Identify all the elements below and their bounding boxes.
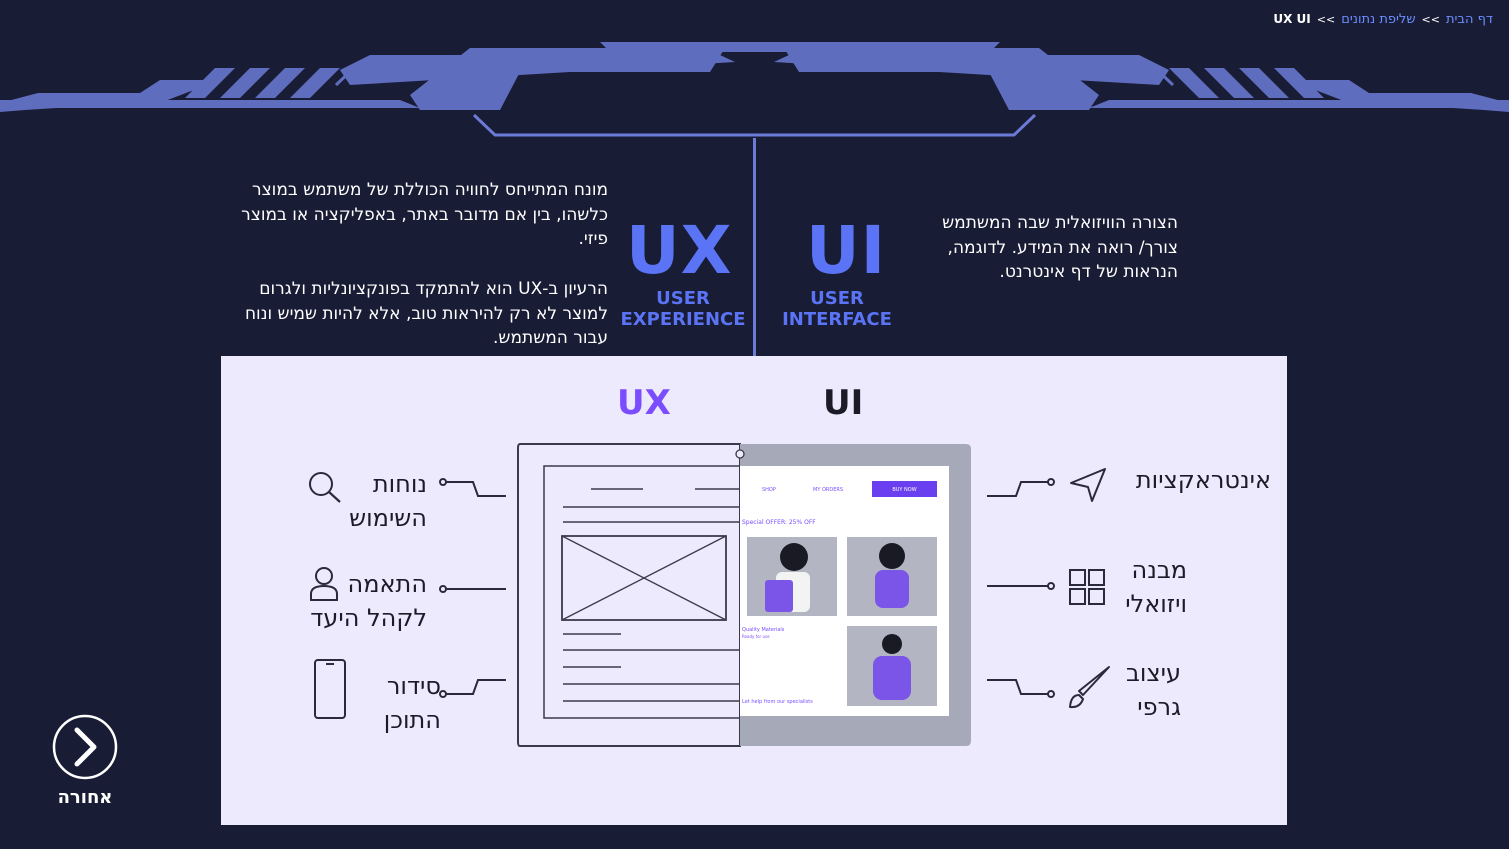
ui-item-interactions-line1: אינטראקציות: [1135, 466, 1271, 494]
breadcrumb-section-link[interactable]: שליפת נתונים: [1341, 12, 1416, 27]
center-divider: [753, 138, 756, 358]
mock-nav-shop: SHOP: [762, 487, 776, 493]
diagram-ui-title: UI: [823, 383, 864, 423]
ux-item-usability-line1: נוחות: [372, 470, 427, 498]
ux-item-content: סידור התוכן: [361, 669, 441, 737]
mock-nav-orders: MY ORDERS: [813, 487, 844, 493]
mock-buy-now-button: BUY NOW: [892, 487, 917, 493]
ui-item-visual-structure: מבנה ויזואלי: [1111, 553, 1187, 621]
ux-item-audience-line1: התאמה: [347, 570, 427, 598]
mock-offer-text: Special OFFER: 25% OFF: [742, 519, 816, 526]
ux-item-audience-line2: לקהל היעד: [310, 604, 427, 632]
brush-icon: [1069, 666, 1110, 709]
ui-item-graphic-design-line1: עיצוב: [1125, 659, 1181, 687]
mock-help-text: Let help from our specialists: [742, 699, 813, 705]
diagram-ux-title: UX: [617, 383, 671, 423]
user-icon: [310, 567, 338, 601]
phone-icon: [314, 659, 346, 719]
ui-item-interactions: אינטראקציות: [1111, 463, 1271, 497]
ux-subtitle-line2: EXPERIENCE: [620, 309, 746, 330]
grid-icon: [1069, 569, 1105, 605]
ui-item-visual-structure-line1: מבנה: [1131, 556, 1187, 584]
ui-description: הצורה הוויזואלית שבה המשתמש צורך/ רואה א…: [942, 213, 1178, 282]
mock-quality-text: Quality Materials: [742, 627, 785, 633]
ui-heading: UI: [806, 212, 887, 289]
ui-subtitle-line1: USER: [810, 288, 864, 309]
mock-quality-sub: Ready for use: [742, 634, 770, 639]
breadcrumb: דף הבית >> שליפת נתונים >> UX UI: [1273, 12, 1493, 27]
ux-item-content-line1: סידור: [386, 672, 441, 700]
ux-description-1: מונח המתייחס לחוויה הכוללת של משתמש במוצ…: [241, 180, 608, 249]
breadcrumb-separator: >>: [1316, 13, 1336, 26]
ux-item-usability: נוחות השימוש: [321, 467, 427, 535]
ux-item-usability-line2: השימוש: [349, 504, 427, 532]
ux-subtitle-line1: USER: [656, 288, 710, 309]
ux-item-audience: התאמה לקהל היעד: [301, 567, 427, 635]
ui-subtitle-line2: INTERFACE: [782, 309, 892, 330]
search-icon: [309, 472, 341, 503]
ui-item-graphic-design-line2: גרפי: [1137, 693, 1181, 721]
ux-description-2: הרעיון ב-UX הוא להתמקד בפונקציונליות ולג…: [244, 279, 608, 348]
ui-mockup-half: [735, 444, 971, 746]
ux-item-content-line2: התוכן: [383, 706, 441, 734]
diagram-graphic: [439, 443, 1055, 747]
breadcrumb-separator: >>: [1421, 13, 1440, 26]
ui-item-graphic-design: עיצוב גרפי: [1111, 656, 1181, 724]
breadcrumb-home-link[interactable]: דף הבית: [1445, 12, 1493, 27]
navigation-arrow-icon: [1070, 468, 1106, 502]
ui-subtitle: USER INTERFACE: [780, 288, 894, 330]
back-button[interactable]: [52, 714, 118, 780]
back-label[interactable]: אחורה: [57, 787, 113, 808]
wireframe-half: [517, 443, 741, 747]
breadcrumb-current: UX UI: [1273, 12, 1311, 26]
ux-ui-diagram-panel: UX UI: [221, 356, 1287, 825]
chevron-right-icon: [74, 727, 97, 767]
ui-item-visual-structure-line2: ויזואלי: [1125, 590, 1187, 618]
ux-subtitle: USER EXPERIENCE: [620, 288, 746, 330]
circuit-decoration: [0, 42, 1509, 137]
ux-heading: UX: [626, 212, 733, 289]
